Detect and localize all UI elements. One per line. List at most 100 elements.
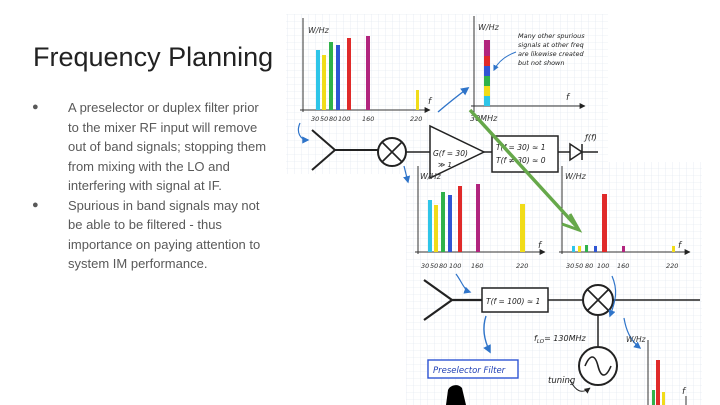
center-frequency-label: 30MHz — [470, 114, 498, 123]
spectrum-bar — [585, 245, 588, 252]
spectrum-bar — [672, 246, 675, 252]
lo-spectrum-bar — [652, 390, 655, 405]
f-axis-label: f — [428, 97, 433, 107]
antenna-symbol — [423, 279, 482, 321]
f-axis-label: f — [678, 241, 683, 251]
antenna-symbol — [311, 129, 378, 171]
tick-label: 30 — [421, 262, 429, 270]
lo-subscript: LO — [537, 339, 545, 345]
flow-arrow — [455, 273, 472, 294]
lo-frequency-label: fLO= 130MHz — [534, 334, 586, 345]
bullet-item-preselector: ● A preselector or duplex filter prior t… — [30, 98, 270, 196]
y-axis-label: W/Hz — [420, 172, 442, 181]
tick-label: 100 — [597, 262, 609, 270]
top-signal-chain: G(f = 30) ≫ 1 T(f = 30) ≈ 1 T(f ≠ 30) ≈ … — [297, 86, 598, 184]
note-arrow — [493, 51, 517, 72]
tick-label: 160 — [471, 262, 483, 270]
spectrum-bar — [434, 205, 438, 252]
f-axis-label: f — [682, 387, 687, 397]
amplifier-gain-label: ≫ 1 — [438, 161, 452, 169]
spectrum-bar — [594, 246, 597, 252]
spectrum-bar — [578, 246, 581, 252]
lo-spectrum-bar — [662, 392, 665, 405]
spurious-note-line: but not shown — [518, 59, 565, 67]
preselector-transfer-label: T(f = 100) ≈ 1 — [486, 297, 540, 306]
spectrum-bar — [336, 45, 340, 110]
spectrum-bar — [441, 192, 445, 252]
tuning-label: tuning — [548, 376, 576, 386]
tick-label: 30 — [566, 262, 574, 270]
flow-arrow — [483, 315, 491, 354]
bullet-list: ● A preselector or duplex filter prior t… — [30, 98, 270, 274]
y-axis-label: W/Hz — [626, 335, 647, 344]
flow-arrow — [623, 317, 642, 349]
lo-f-label: f — [534, 334, 538, 343]
stacked-segment — [484, 66, 490, 76]
if-filter-label: T(f ≠ 30) ≈ 0 — [496, 156, 546, 165]
f-axis-label: f — [566, 93, 571, 103]
preselector-filter-label: Preselector Filter — [433, 366, 506, 376]
spectrum-bar — [366, 36, 370, 110]
tick-label: 80 — [585, 262, 593, 270]
spurious-note-line: Many other spurious — [518, 32, 585, 40]
tick-label: 80 — [439, 262, 447, 270]
tick-label: 50 — [430, 262, 438, 270]
flow-arrow — [403, 165, 411, 184]
lo-value: = 130MHz — [544, 334, 586, 343]
stacked-segment — [484, 96, 490, 106]
tick-label: 220 — [410, 115, 422, 123]
tick-label: 220 — [666, 262, 678, 270]
tick-label: 160 — [362, 115, 374, 123]
lo-spectrum-plot: W/Hz f — [626, 335, 687, 405]
bullet-dot-icon: ● — [32, 198, 39, 211]
annotation-arrowhead — [561, 213, 583, 233]
preselector-filter-callout — [427, 359, 519, 379]
stacked-segment — [484, 86, 490, 96]
top-left-spectrum-plot: W/Hz f 30 50 80 100 160 220 — [300, 18, 433, 123]
spectrum-bar — [572, 246, 575, 252]
lo-spectrum-bar — [656, 360, 660, 405]
tick-label: 100 — [449, 262, 461, 270]
stacked-segment — [484, 76, 490, 86]
blob-shape — [446, 385, 466, 405]
tick-label: 50 — [320, 115, 328, 123]
if-filter-box — [491, 135, 559, 173]
spectrum-bar — [316, 50, 320, 110]
spurious-note-line: are likewise created — [518, 50, 584, 58]
bullet-dot-icon: ● — [32, 101, 39, 113]
sine-wave-icon — [584, 356, 612, 376]
mixer-cross-icon — [381, 141, 403, 163]
mixer-cross-icon — [586, 288, 610, 312]
y-axis-label: W/Hz — [565, 172, 587, 181]
tick-label: 50 — [575, 262, 583, 270]
tick-label: 220 — [516, 262, 528, 270]
spectrum-bar — [520, 204, 525, 252]
middle-left-spectrum-plot: W/Hz f 30 50 80 100 160 220 — [415, 166, 546, 270]
middle-right-spectrum-plot: W/Hz f 30 50 80 100 160 220 — [559, 166, 691, 270]
preselector-box — [481, 287, 549, 313]
spectrum-bar — [476, 184, 480, 252]
tick-label: 160 — [617, 262, 629, 270]
y-axis-label: W/Hz — [308, 26, 330, 35]
tuning-arrow — [569, 379, 591, 394]
tick-label: 80 — [329, 115, 337, 123]
bullet-item-spurious: ● Spurious in band signals may not be ab… — [30, 196, 270, 274]
spectrum-bar — [347, 38, 351, 110]
bottom-signal-chain: T(f = 100) ≈ 1 fLO= 130MHz Preselector F… — [423, 273, 700, 405]
y-axis-label: W/Hz — [478, 23, 500, 32]
spectrum-bar — [329, 42, 333, 110]
spectrum-bar — [322, 55, 326, 110]
if-filter-label: T(f = 30) ≈ 1 — [496, 143, 546, 152]
amplifier-gain-label: G(f = 30) — [433, 149, 468, 158]
slide-title: Frequency Planning — [33, 42, 274, 72]
top-right-spectrum-plot: W/Hz f 30MHz Many other spurious signals… — [470, 16, 586, 123]
detector-output-label: ƒ(f) — [583, 133, 597, 142]
annotation-line — [468, 108, 579, 229]
tick-label: 30 — [311, 115, 319, 123]
spectrum-bar — [428, 200, 432, 252]
flow-arrow — [437, 86, 470, 113]
spectrum-bar — [416, 90, 419, 110]
stacked-segment — [484, 56, 490, 66]
spectrum-bar — [458, 186, 462, 252]
